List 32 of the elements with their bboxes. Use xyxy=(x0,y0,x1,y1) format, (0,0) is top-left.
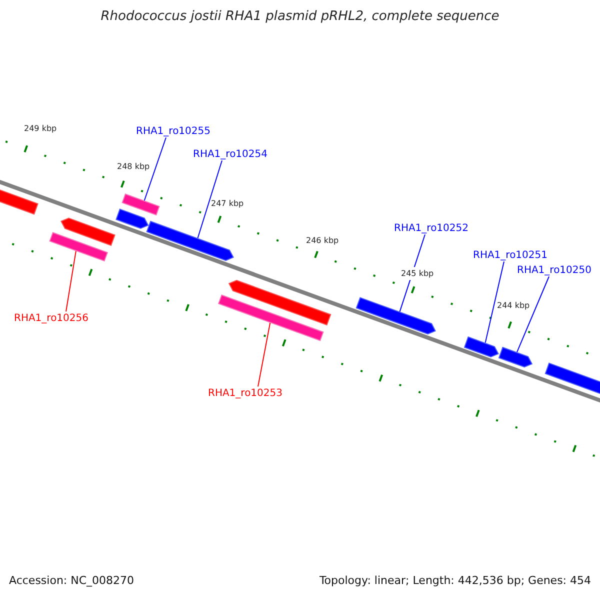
gene-block xyxy=(498,346,533,368)
gene-label: RHA1_ro10250 xyxy=(517,264,592,276)
title: Rhodococcus jostii RHA1 plasmid pRHL2, complete sequence xyxy=(100,10,500,23)
gene-block xyxy=(60,218,116,246)
gene-block xyxy=(228,280,332,326)
gene-label: RHA1_ro10252 xyxy=(394,222,468,234)
gene-block xyxy=(464,336,499,358)
leader-line xyxy=(66,250,76,312)
footer-text: Accession: NC_008270 xyxy=(9,574,134,587)
leader-line xyxy=(197,160,222,239)
leader-line xyxy=(516,276,550,353)
leader-line xyxy=(484,261,504,344)
scale-label: 244 kbp xyxy=(497,299,530,312)
gene-label: RHA1_ro10256 xyxy=(14,312,88,324)
scale-label: 247 kbp xyxy=(211,197,244,210)
gene-block xyxy=(356,297,436,335)
gene-label: RHA1_ro10255 xyxy=(136,124,210,138)
gene-block xyxy=(116,208,149,229)
gene-bar xyxy=(218,294,324,342)
scale-label: 246 kbp xyxy=(306,234,339,247)
gene-block xyxy=(146,220,234,262)
leader-line xyxy=(144,137,166,201)
leader-line xyxy=(258,322,271,387)
gene-bar xyxy=(122,193,160,216)
gene-label: RHA1_ro10251 xyxy=(473,248,548,262)
scale-label: 249 kbp xyxy=(24,122,57,135)
gene-bar xyxy=(49,232,108,262)
scale-label: 248 kbp xyxy=(117,160,150,173)
gene-label: RHA1_ro10254 xyxy=(193,148,268,160)
footer-text: Topology: linear; Length: 442,536 bp; Genes: 454 xyxy=(319,574,591,587)
gene-label: RHA1_ro10253 xyxy=(208,386,282,400)
scale-label: 245 kbp xyxy=(401,267,434,280)
